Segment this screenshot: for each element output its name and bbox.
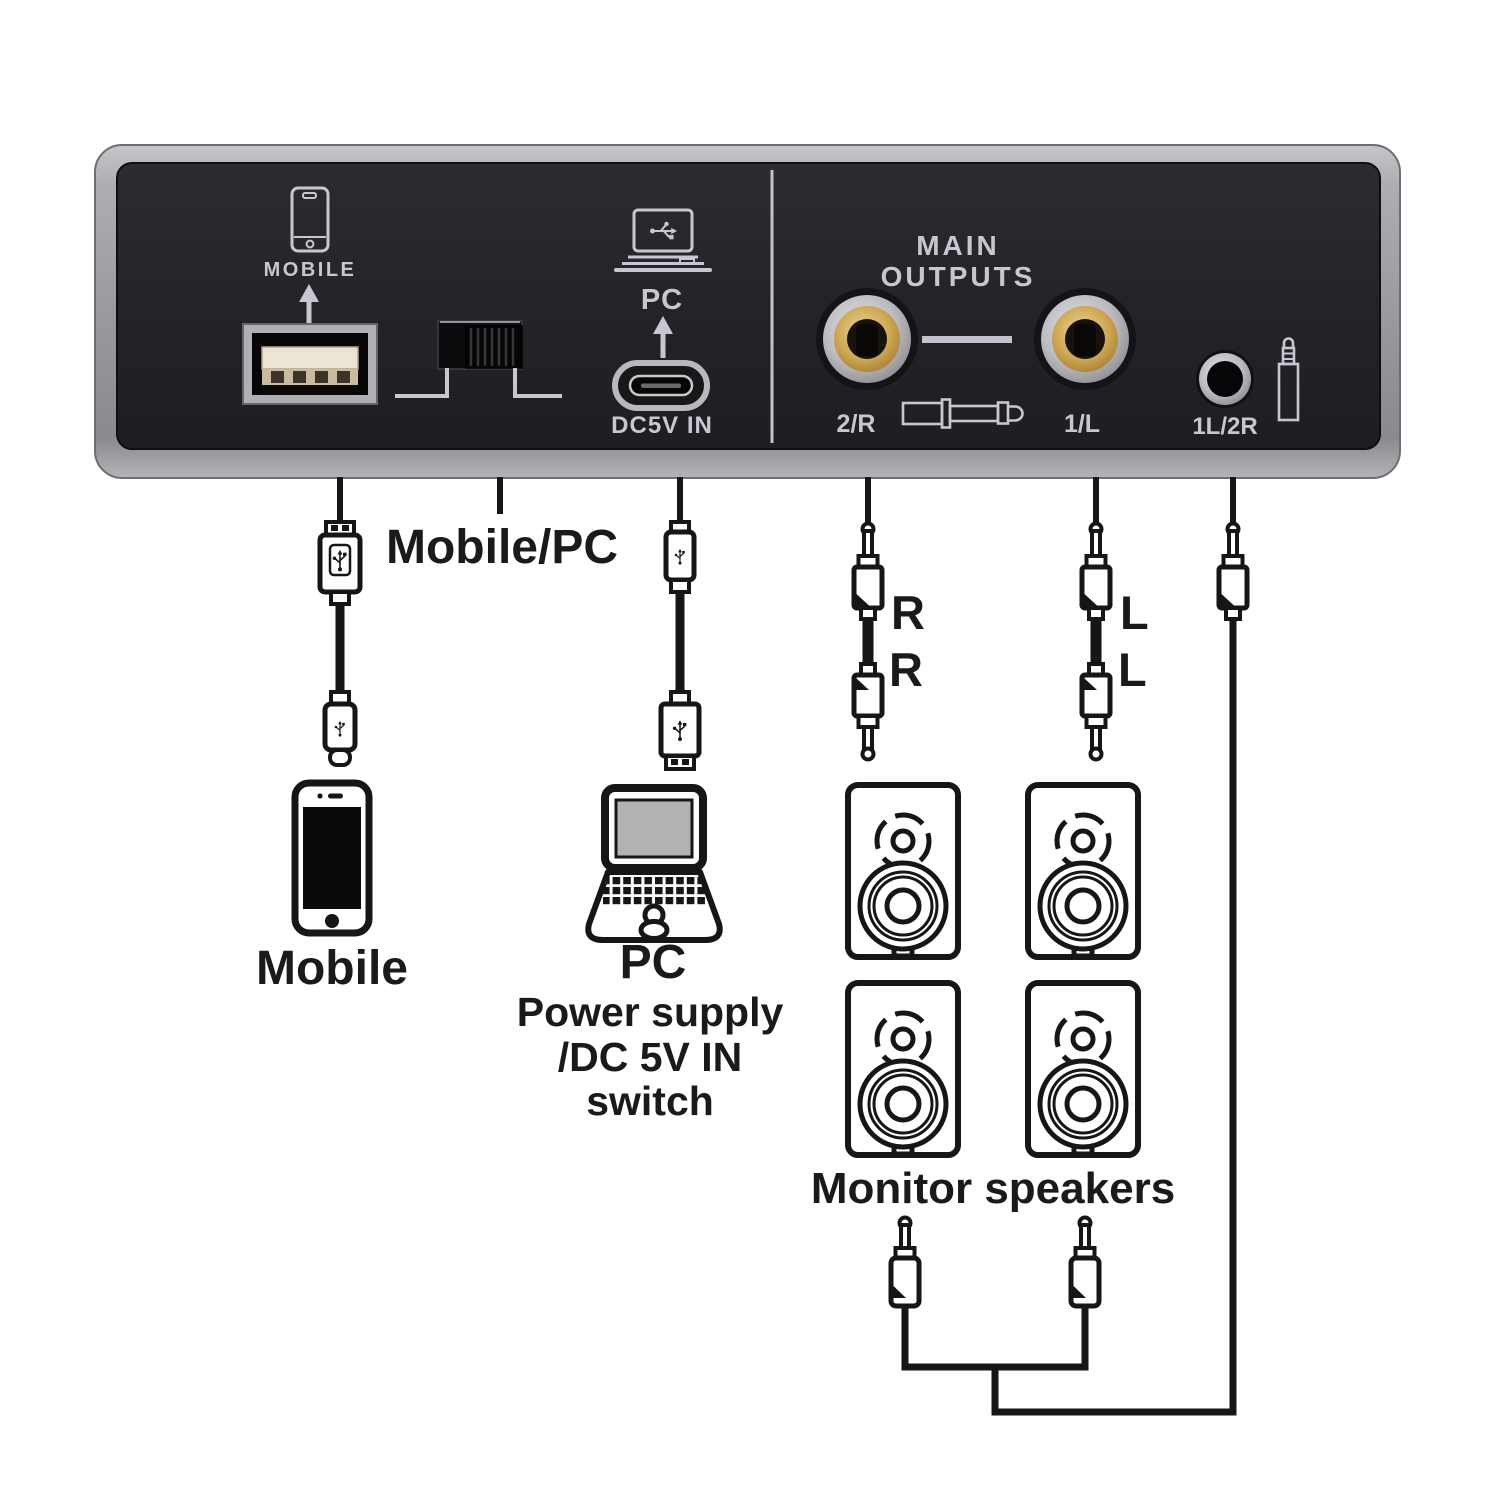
cable-routing bbox=[901, 619, 1237, 1416]
jacks-link-line bbox=[922, 336, 1012, 343]
connection-diagram: Mobile/PC bbox=[256, 477, 1247, 1416]
left-plug-label-2: L bbox=[1118, 643, 1147, 696]
quarter-inch-plug-icon bbox=[901, 398, 1024, 429]
monitor-speaker bbox=[848, 983, 958, 1155]
laptop-usb-icon bbox=[614, 208, 712, 272]
trs-cable-right bbox=[854, 524, 882, 760]
main-outputs-section: MAIN OUTPUTS 2/R 1/L bbox=[816, 230, 1300, 440]
usb-a-port bbox=[242, 323, 378, 405]
pc-arrow-up-icon bbox=[653, 316, 673, 358]
jack-2r bbox=[816, 288, 918, 390]
usb-cable-mobile bbox=[317, 520, 363, 767]
right-plug-label-2: R bbox=[889, 643, 923, 696]
main-outputs-label-line1: MAIN bbox=[916, 230, 1000, 261]
pc-sub-label-2: /DC 5V IN bbox=[558, 1034, 743, 1080]
mobile-device-label: Mobile bbox=[256, 942, 408, 995]
mobile-phone-icon bbox=[290, 186, 330, 253]
speaker-plug-left bbox=[891, 1218, 919, 1307]
trs-cable-left bbox=[1082, 524, 1110, 760]
usb-cable-pc bbox=[658, 520, 702, 771]
switch-position-marks bbox=[395, 368, 562, 398]
speaker-plug-right bbox=[1071, 1218, 1099, 1307]
dc-in-label: DC5V IN bbox=[611, 412, 713, 439]
jack-2r-label: 2/R bbox=[837, 410, 876, 438]
mobile-pc-switch bbox=[395, 320, 562, 398]
main-outputs-label-line2: OUTPUTS bbox=[881, 261, 1036, 292]
headphone-cable bbox=[1219, 524, 1247, 620]
device-panel-face bbox=[116, 162, 1381, 450]
device-cable-stubs bbox=[337, 477, 1236, 523]
pc-port-label: PC bbox=[641, 284, 683, 316]
left-plug-label-1: L bbox=[1120, 586, 1149, 639]
mobile-phone-device bbox=[291, 779, 373, 937]
monitor-speaker bbox=[848, 785, 958, 957]
monitor-speaker bbox=[1028, 983, 1138, 1155]
right-plug-label-1: R bbox=[891, 586, 925, 639]
pc-device-label: PC bbox=[620, 936, 687, 989]
jack-1l2r-label: 1L/2R bbox=[1192, 413, 1257, 440]
pc-sub-label-3: switch bbox=[586, 1078, 714, 1124]
jack-1l2r bbox=[1196, 350, 1254, 408]
switch-cable-label: Mobile/PC bbox=[386, 521, 618, 574]
mobile-port-label: MOBILE bbox=[264, 259, 357, 281]
mini-plug-icon bbox=[1277, 337, 1300, 422]
audio-interface-device: MOBILE bbox=[94, 144, 1401, 479]
pc-section: PC DC5V IN bbox=[611, 208, 713, 439]
mobile-section: MOBILE bbox=[242, 186, 378, 405]
usb-c-port bbox=[612, 360, 710, 411]
jack-1l bbox=[1034, 288, 1136, 390]
monitor-speaker bbox=[1028, 785, 1138, 957]
jack-1l-label: 1/L bbox=[1064, 410, 1100, 438]
pc-sub-label-1: Power supply bbox=[517, 989, 784, 1035]
speakers-label: Monitor speakers bbox=[811, 1164, 1175, 1213]
laptop-device bbox=[585, 784, 723, 943]
